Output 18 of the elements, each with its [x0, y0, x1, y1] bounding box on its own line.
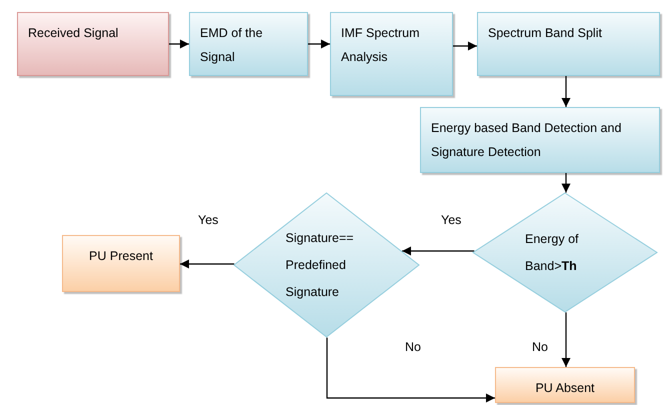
process-box: Received Signal [17, 12, 169, 76]
arrow [562, 76, 570, 107]
arrow [562, 173, 570, 193]
arrow [562, 312, 570, 367]
decision-text: Signature== Predefined Signature [286, 230, 355, 301]
arrow [308, 40, 330, 48]
process-box: IMF Spectrum Analysis [330, 12, 453, 96]
result-box: PU Present [62, 235, 180, 292]
arrow [169, 40, 189, 48]
arrow [402, 246, 474, 256]
result-box: PU Absent [495, 367, 635, 403]
process-box: EMD of the Signal [189, 12, 308, 76]
arrow [180, 260, 234, 268]
arrow [326, 338, 495, 402]
arrow [453, 42, 477, 50]
decision-text: Energy of Band>Th [525, 230, 580, 274]
process-box: Spectrum Band Split [477, 12, 660, 76]
process-box: Energy based Band Detection and Signature Detection [420, 107, 660, 173]
